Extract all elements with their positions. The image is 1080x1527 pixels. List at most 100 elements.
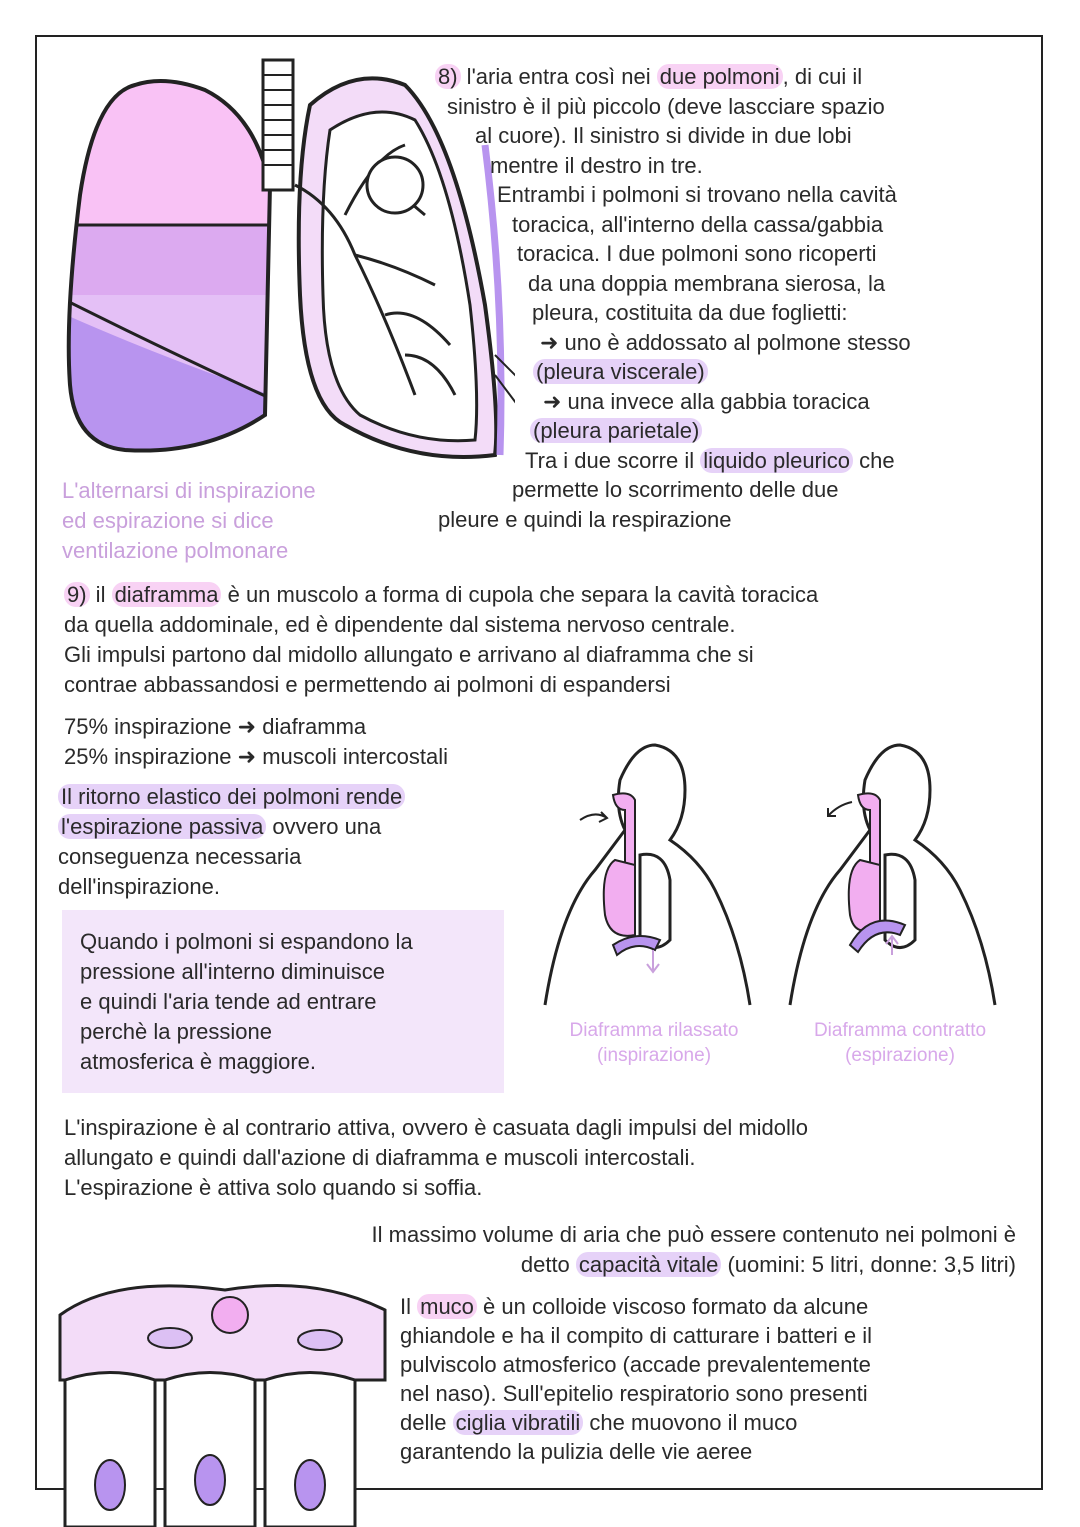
text-line: (pleura parietale) xyxy=(0,416,911,446)
text-line: L'alternarsi di inspirazione xyxy=(62,476,316,506)
text-segment: Entrambi i polmoni si trovano nella cavi… xyxy=(497,182,897,207)
text-segment: l'aria entra così nei xyxy=(460,64,657,89)
text-segment: Gli impulsi partono dal midollo allungat… xyxy=(64,642,754,667)
text-line: Il ritorno elastico dei polmoni rende xyxy=(58,782,406,812)
text-segment: L'alternarsi di inspirazione xyxy=(62,478,316,503)
text-line: pleure e quindi la respirazione xyxy=(0,505,911,535)
text-line: Entrambi i polmoni si trovano nella cavi… xyxy=(0,180,911,210)
caption-relaxed-sub: (inspirazione) xyxy=(596,1045,712,1066)
text-line: e quindi l'aria tende ad entrare xyxy=(80,987,413,1017)
text-line: mentre il destro in tre. xyxy=(0,151,911,181)
text-segment: ➜ uno è addossato al polmone stesso xyxy=(540,329,911,355)
text-segment: ed espirazione si dice xyxy=(62,508,274,533)
text-line: toracica, all'interno della cassa/gabbia xyxy=(0,210,911,240)
text-line: Il massimo volume di aria che può essere… xyxy=(372,1220,1016,1250)
text-segment: mentre il destro in tre. xyxy=(490,152,703,178)
epithelium-illustration xyxy=(58,1284,387,1527)
lungs-illustration xyxy=(66,58,515,459)
text-segment: delle xyxy=(400,1410,453,1435)
text-line: Il muco è un colloide viscoso formato da… xyxy=(400,1292,872,1321)
text-segment: , di cui il xyxy=(782,64,863,89)
ventilation-note: L'alternarsi di inspirazione ed espirazio… xyxy=(62,476,316,566)
text-line: conseguenza necessaria xyxy=(58,842,405,872)
text-line: perchè la pressione xyxy=(80,1017,413,1047)
text-line: 25% inspirazione ➜ muscoli intercostali xyxy=(64,742,448,772)
pressure-note-text: Quando i polmoni si espandono la pression… xyxy=(80,927,413,1077)
text-line: delle ciglia vibratili che muovono il mu… xyxy=(400,1408,872,1437)
text-line: pulviscolo atmosferico (accade prevalent… xyxy=(400,1350,872,1379)
text-segment: toracica. I due polmoni sono ricoperti xyxy=(517,241,877,266)
text-line: contrae abbassandosi e permettendo ai po… xyxy=(64,670,818,700)
text-line: (pleura viscerale) xyxy=(0,357,911,387)
text-line: ➜ uno è addossato al polmone stesso xyxy=(0,328,911,358)
highlighted-term: (pleura viscerale) xyxy=(533,359,708,384)
text-line: pleura, costituita da due foglietti: xyxy=(0,298,911,328)
text-segment: (uomini: 5 litri, donne: 3,5 litri) xyxy=(721,1252,1016,1277)
text-segment: ➜ una invece alla gabbia toracica xyxy=(543,388,870,414)
text-segment: 75% inspirazione ➜ diaframma xyxy=(64,714,367,739)
highlighted-term: liquido pleurico xyxy=(700,447,854,473)
text-line: nel naso). Sull'epitelio respiratorio so… xyxy=(400,1379,872,1408)
text-segment: contrae abbassandosi e permettendo ai po… xyxy=(64,672,671,697)
text-segment: al cuore). Il sinistro si divide in due … xyxy=(475,123,852,148)
text-segment: conseguenza necessaria xyxy=(58,844,302,869)
text-segment: che xyxy=(853,447,895,473)
text-segment: ghiandole e ha il compito di catturare i… xyxy=(400,1323,873,1348)
inspiration-percentages: 75% inspirazione ➜ diaframma 25% inspiraz… xyxy=(64,712,448,772)
text-line: l'espirazione passiva ovvero una xyxy=(58,812,405,842)
highlighted-term: capacità vitale xyxy=(575,1252,722,1277)
text-segment: atmosferica è maggiore. xyxy=(80,1049,316,1074)
highlighted-term: diaframma xyxy=(111,582,222,607)
highlighted-term: due polmoni xyxy=(656,64,783,89)
text-line: atmosferica è maggiore. xyxy=(80,1047,413,1077)
text-segment: è un muscolo a forma di cupola che separ… xyxy=(221,582,819,607)
text-line: pressione all'interno diminuisce xyxy=(80,957,413,987)
text-segment: da quella addominale, ed è dipendente da… xyxy=(64,612,736,637)
text-line: da una doppia membrana sierosa, la xyxy=(0,269,911,299)
text-segment: Quando i polmoni si espandono la xyxy=(80,929,413,954)
text-segment: L'inspirazione è al contrario attiva, ov… xyxy=(64,1115,809,1140)
text-line: da quella addominale, ed è dipendente da… xyxy=(64,610,818,640)
text-segment: dell'inspirazione. xyxy=(58,874,220,899)
text-segment: pulviscolo atmosferico (accade prevalent… xyxy=(400,1352,871,1377)
text-line: toracica. I due polmoni sono ricoperti xyxy=(0,239,911,269)
highlighted-term: ciglia vibratili xyxy=(452,1410,584,1435)
text-segment: e quindi l'aria tende ad entrare xyxy=(80,989,377,1014)
text-segment: garantendo la pulizia delle vie aeree xyxy=(400,1439,753,1464)
vital-capacity-note: Il massimo volume di aria che può essere… xyxy=(372,1220,1016,1280)
text-line: Quando i polmoni si espandono la xyxy=(80,927,413,957)
text-line: allungato e quindi dall'azione di diafra… xyxy=(64,1143,808,1173)
caption-relaxed-title: Diaframma rilassato xyxy=(569,1020,739,1041)
pressure-note-box xyxy=(62,910,504,1093)
text-line: 8) l'aria entra così nei due polmoni, di… xyxy=(0,62,911,92)
text-segment: ovvero una xyxy=(266,814,382,839)
text-segment: pressione all'interno diminuisce xyxy=(80,959,386,984)
page-border xyxy=(35,35,1043,1490)
text-line: garantendo la pulizia delle vie aeree xyxy=(400,1437,872,1466)
text-segment: Il xyxy=(400,1294,418,1319)
caption-contracted: Diaframma contratto (espirazione) xyxy=(770,1018,1030,1068)
text-line: permette lo scorrimento delle due xyxy=(0,475,911,505)
text-line: L'inspirazione è al contrario attiva, ov… xyxy=(64,1113,808,1143)
text-line: ventilazione polmonare xyxy=(62,536,316,566)
caption-relaxed: Diaframma rilassato (inspirazione) xyxy=(524,1018,784,1068)
text-segment: che muovono il muco xyxy=(583,1410,798,1435)
text-line: Gli impulsi partono dal midollo allungat… xyxy=(64,640,818,670)
section-9-diaframma: 9) il diaframma è un muscolo a forma di … xyxy=(64,580,818,700)
text-segment: è un colloide viscoso formato da alcune xyxy=(476,1294,869,1319)
text-line: detto capacità vitale (uomini: 5 litri, … xyxy=(372,1250,1016,1280)
text-segment: nel naso). Sull'epitelio respiratorio so… xyxy=(400,1381,868,1406)
text-segment: ventilazione polmonare xyxy=(62,538,289,563)
text-segment: sinistro è il più piccolo (deve lascciar… xyxy=(447,93,885,119)
text-line: L'espirazione è attiva solo quando si so… xyxy=(64,1173,808,1203)
text-segment: detto xyxy=(520,1252,576,1277)
text-line: 9) il diaframma è un muscolo a forma di … xyxy=(64,580,818,610)
text-line: sinistro è il più piccolo (deve lascciar… xyxy=(0,92,911,122)
text-segment: pleure e quindi la respirazione xyxy=(438,506,732,532)
text-line: al cuore). Il sinistro si divide in due … xyxy=(0,121,911,151)
text-line: ➜ una invece alla gabbia toracica xyxy=(0,387,911,417)
text-line: ed espirazione si dice xyxy=(62,506,316,536)
text-segment: da una doppia membrana sierosa, la xyxy=(528,270,886,296)
highlighted-term: Il ritorno elastico dei polmoni rende xyxy=(58,784,406,809)
highlighted-term: muco xyxy=(417,1294,477,1319)
